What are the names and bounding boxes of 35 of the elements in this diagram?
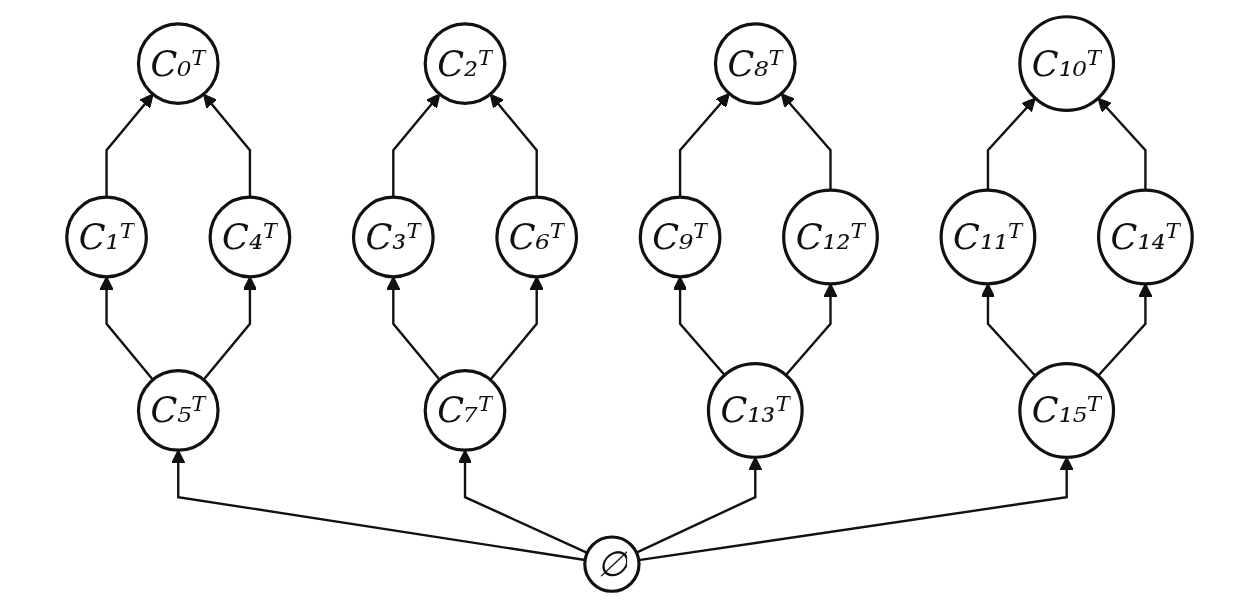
arrow: [639, 456, 1075, 562]
node-circle: C₉ᵀ: [639, 195, 722, 279]
arrow: [1098, 97, 1148, 191]
arrow: [100, 276, 155, 381]
arrow: [673, 276, 726, 376]
node-circle: C₈ᵀ: [714, 22, 798, 105]
node-circle: C₁₀ᵀ: [1018, 15, 1116, 112]
node-circle: C₆ᵀ: [495, 195, 579, 279]
node-circle: C₀ᵀ: [137, 22, 221, 105]
arrow: [490, 93, 539, 198]
arrow: [785, 283, 838, 376]
node-circle: C₁₃ᵀ: [707, 362, 805, 459]
arrow: [981, 283, 1037, 377]
node-circle: C₄ᵀ: [209, 195, 292, 279]
arrow: [781, 93, 833, 191]
node-circle: C₁₅ᵀ: [1018, 362, 1116, 459]
arrow: [392, 93, 441, 198]
arrow: [679, 93, 731, 198]
node-circle: ∅: [583, 535, 642, 593]
node-circle: C₁₄ᵀ: [1097, 188, 1195, 286]
arrow: [489, 276, 545, 381]
arrow: [203, 93, 252, 198]
arrow: [386, 276, 442, 381]
arrow: [203, 276, 258, 381]
arrow: [1097, 283, 1153, 377]
node-circle: C₁₁ᵀ: [940, 188, 1037, 286]
arrow: [987, 97, 1037, 191]
node-circle: C₃ᵀ: [352, 195, 436, 279]
node-circle: C₁ᵀ: [65, 195, 149, 279]
node-circle: C₅ᵀ: [137, 369, 221, 452]
arrow: [636, 456, 763, 554]
node-circle: C₁₂ᵀ: [782, 188, 880, 286]
arrow: [105, 93, 154, 198]
node-circle: C₇ᵀ: [424, 369, 507, 452]
node-circle: C₂ᵀ: [424, 22, 507, 105]
